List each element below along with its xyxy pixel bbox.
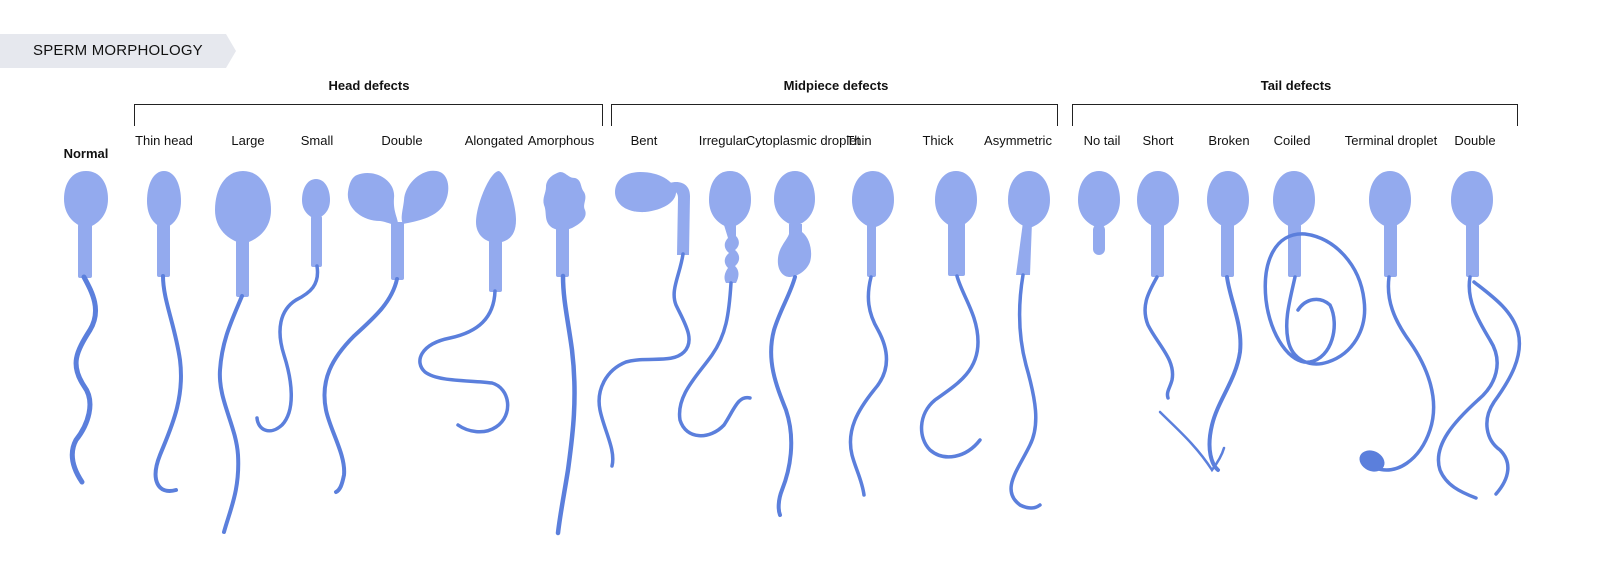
- sperm-thin-midpiece: [852, 171, 894, 277]
- title-tab-shape: [0, 34, 236, 68]
- label-small: Small: [300, 133, 334, 148]
- sperm-double-tail: [1451, 171, 1493, 277]
- label-cytoplasmic-droplet: Cytoplasmic droplet: [745, 133, 861, 148]
- label-normal: Normal: [63, 146, 109, 161]
- sperm-thick-midpiece: [935, 171, 977, 276]
- group-title-midpiece: Midpiece defects: [783, 78, 889, 93]
- label-bent: Bent: [630, 133, 658, 148]
- title-tab: SPERM MORPHOLOGY: [0, 34, 236, 68]
- sperm-small-head: [302, 179, 330, 267]
- sperm-asymmetric-midpiece: [1008, 171, 1050, 275]
- bracket-midpiece-defects: [611, 104, 1058, 126]
- sperm-large-head: [215, 171, 271, 297]
- sperm-coiled-tail: [1273, 171, 1315, 277]
- label-broken: Broken: [1208, 133, 1250, 148]
- label-short: Short: [1142, 133, 1174, 148]
- sperm-short-tail: [1137, 171, 1179, 277]
- bracket-head-defects: [134, 104, 603, 126]
- bracket-tail-defects: [1072, 104, 1518, 126]
- label-double-head: Double: [381, 133, 423, 148]
- group-title-head: Head defects: [328, 78, 410, 93]
- terminal-droplet-blob: [1359, 450, 1385, 472]
- label-irregular: Irregular: [698, 133, 748, 148]
- label-thin-midpiece: Thin: [846, 133, 872, 148]
- sperm-irregular-midpiece: [709, 171, 751, 283]
- label-thick: Thick: [922, 133, 954, 148]
- label-amorphous: Amorphous: [527, 133, 595, 148]
- page-title: SPERM MORPHOLOGY: [33, 42, 203, 59]
- label-double-tail: Double: [1454, 133, 1496, 148]
- sperm-thin-head: [147, 171, 181, 277]
- label-no-tail: No tail: [1083, 133, 1121, 148]
- label-coiled: Coiled: [1273, 133, 1311, 148]
- label-thin-head: Thin head: [135, 133, 193, 148]
- label-asymmetric: Asymmetric: [984, 133, 1052, 148]
- sperm-alongated-head: [476, 171, 516, 292]
- sperm-cytoplasmic-droplet: [774, 171, 815, 277]
- sperm-broken-tail: [1207, 171, 1249, 277]
- sperm-normal: [64, 171, 108, 278]
- label-alongated: Alongated: [464, 133, 524, 148]
- sperm-bent-midpiece: [615, 172, 690, 255]
- sperm-terminal-droplet: [1369, 171, 1411, 277]
- sperm-double-head: [347, 170, 449, 280]
- label-large: Large: [231, 133, 265, 148]
- label-terminal-droplet: Terminal droplet: [1344, 133, 1438, 148]
- sperm-amorphous-head: [543, 172, 586, 277]
- sperm-no-tail: [1078, 171, 1120, 255]
- group-title-tail: Tail defects: [1260, 78, 1332, 93]
